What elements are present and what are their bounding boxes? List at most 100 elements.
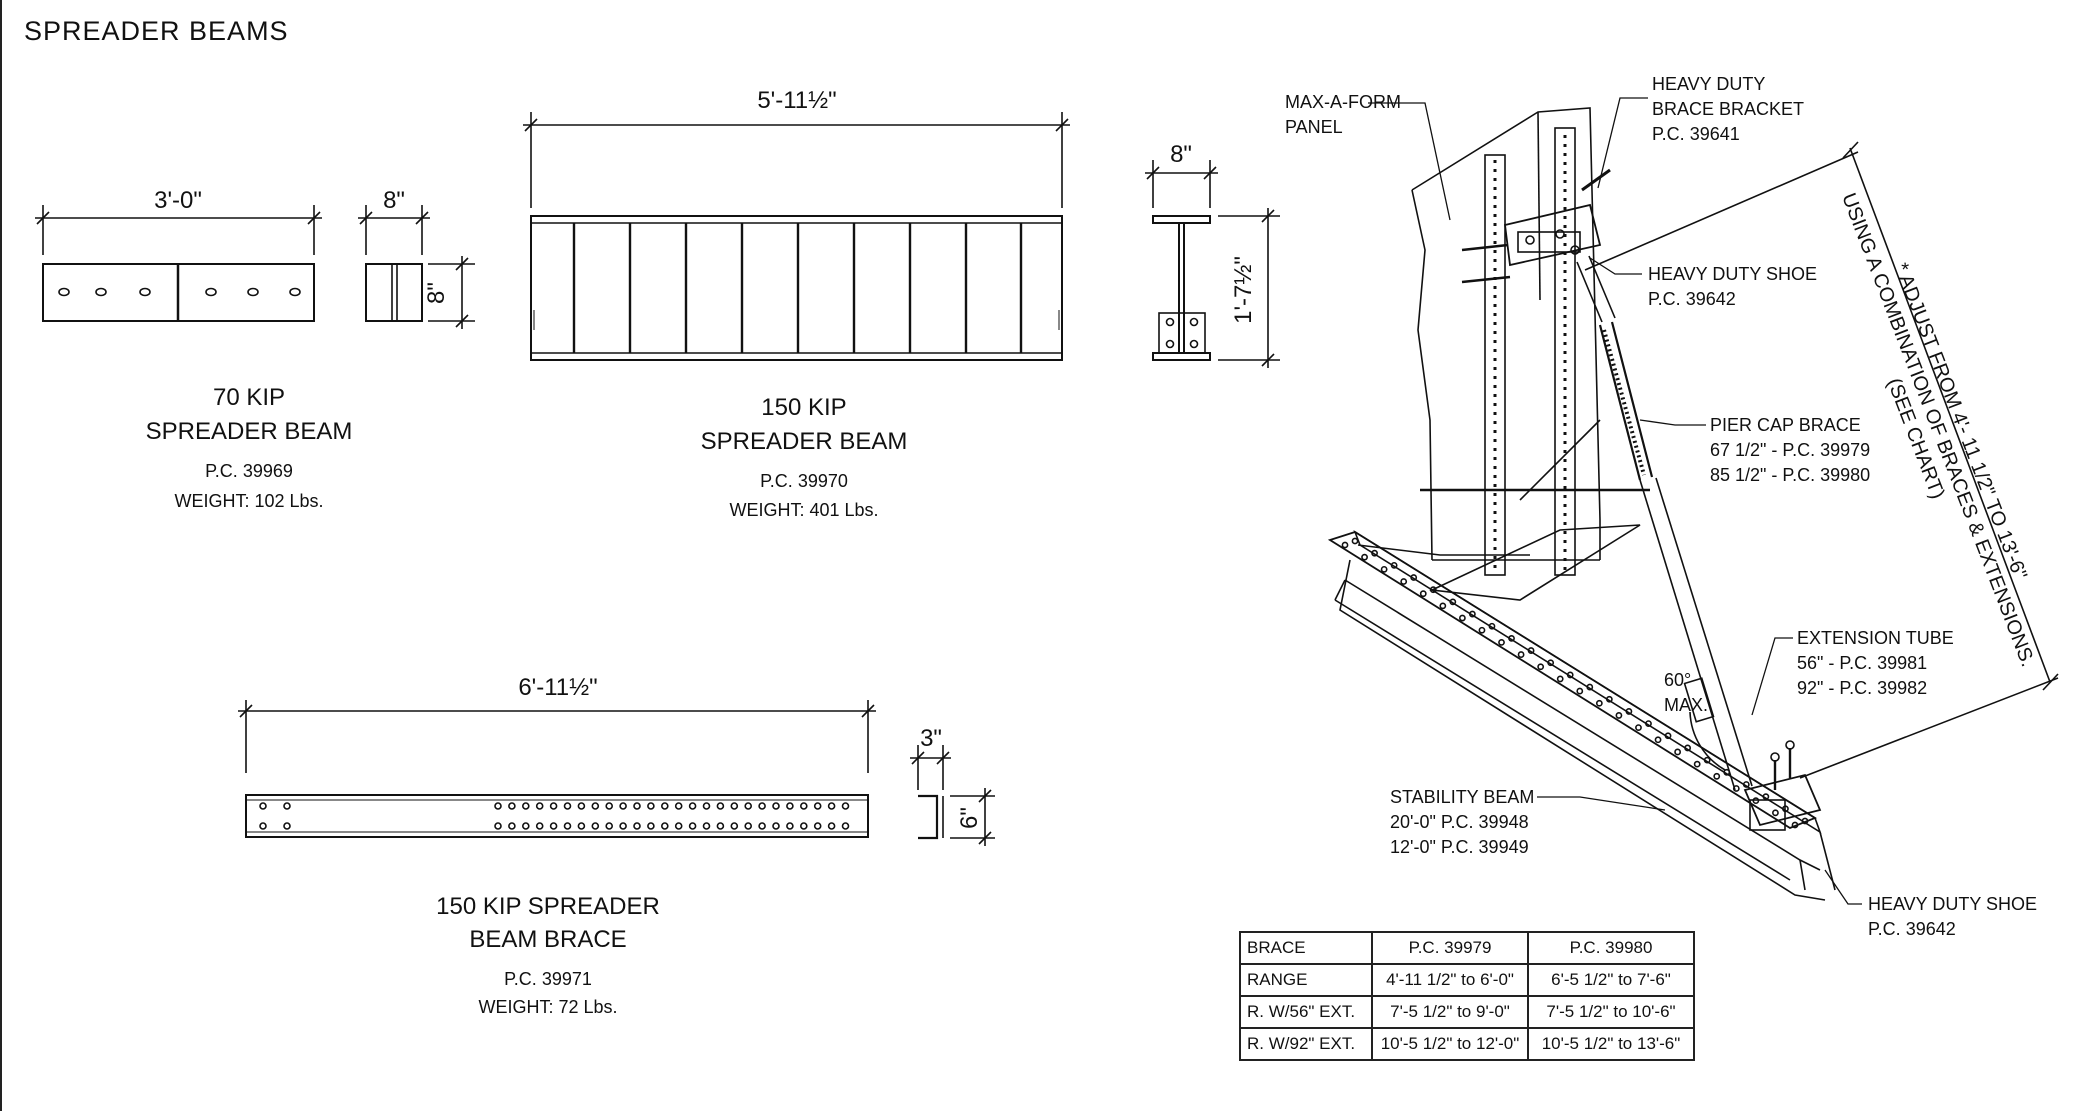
stability-beam [1327,530,1836,901]
brace-hole [283,802,291,810]
callout-shoe-top: HEAVY DUTY SHOE P.C. 39642 [1648,264,1818,309]
stability-beam-hole [1654,736,1662,744]
brace-channel-section [918,794,944,840]
sheet-title: SPREADER BEAMS [24,16,289,46]
stability-beam-hole [1595,699,1603,707]
brace-hole [702,822,711,830]
stability-beam-hole [1547,659,1555,667]
beam-150kip-end-view [1152,215,1211,361]
brace-hole [799,822,808,830]
brace-hole [633,802,641,810]
stability-beam-hole [1341,541,1349,549]
brace-weight: WEIGHT: 72 Lbs. [478,997,618,1017]
stability-beam-hole [1517,651,1525,658]
stability-beam-hole [1410,574,1418,581]
adjust-dimension [1584,141,2059,779]
dim-brace-width-label: 3" [920,725,942,752]
dim-150kip-length [523,112,1070,208]
beam-70kip-elevation [42,263,315,322]
stability-beam-hole [1478,626,1486,634]
brace-hole [535,822,544,830]
dim-150kip-height [1218,208,1280,368]
stability-beam-hole [1458,614,1466,622]
chart-cell: 4'-11 1/2" to 6'-0" [1371,963,1529,997]
stability-beam-hole [1351,537,1359,545]
angle-arc [1689,711,1726,771]
stability-beam-hole [1498,638,1505,646]
beam-150kip-stiffeners [572,223,1023,353]
stability-beam-hole [1576,687,1584,695]
brace-hole [494,822,502,830]
brace-hole [619,822,627,830]
brace-hole [521,802,530,810]
dim-150kip-length-label: 5'-11½" [757,87,837,114]
callout-shoe-bottom: HEAVY DUTY SHOE P.C. 39642 [1868,894,2038,939]
beam-70kip-weight: WEIGHT: 102 Lbs. [174,491,324,511]
brace-hole [647,822,655,830]
stability-beam-hole [1742,781,1750,788]
brace-hole [744,802,753,810]
stability-beam-hole [1566,671,1574,679]
brace-hole [535,802,544,810]
callout-brace-bracket: HEAVY DUTY BRACE BRACKET P.C. 39641 [1652,74,1805,144]
dim-70kip-length [35,205,322,255]
brace-hole [660,802,669,810]
stability-beam-hole [1625,708,1633,715]
stability-beam-hole [1380,565,1388,573]
stability-beam-hole [1556,675,1564,683]
extension-tube [1639,477,1753,791]
brace-hole [549,822,558,830]
beam-150kip-name-line1: 150 KIP [761,394,847,421]
brace-hole [744,822,753,830]
chart-cell: R. W/56" EXT. [1239,995,1373,1029]
brace-pc: P.C. 39971 [504,969,592,989]
dim-150kip-height-label: 1'-7½" [1230,256,1257,324]
pier-cap-brace [1576,255,1654,481]
stability-beam-hole [1488,622,1496,630]
callout-angle: 60° MAX. [1664,670,1709,715]
beam-150kip-weight: WEIGHT: 401 Lbs. [729,500,879,520]
brace-hole [730,802,739,810]
stability-beam-hole [1772,809,1779,817]
dim-brace-length [238,700,876,773]
brace-hole [841,822,850,830]
chart-row: R. W/56" EXT. 7'-5 1/2" to 9'-0" 7'-5 1/… [1239,995,1695,1029]
beam-150kip-elevation [530,215,1063,361]
brace-name-line2: BEAM BRACE [469,926,627,953]
brace-hole [619,802,627,810]
stability-beam-hole [1390,561,1398,569]
beam-150kip-pc: P.C. 39970 [760,471,848,491]
brace-hole [633,822,641,830]
brace-hole [591,822,600,830]
dim-brace-height-label: 6" [956,807,983,829]
dim-70kip-length-label: 3'-0" [154,187,202,214]
stability-beam-hole [1508,634,1515,642]
brace-hole [758,802,766,810]
brace-hole [563,802,572,810]
stability-beam-hole [1664,732,1672,740]
stability-beam-hole [1762,793,1770,801]
assembly-isometric [1327,97,2059,905]
chart-header-cell: P.C. 39980 [1527,931,1695,965]
dim-70kip-height [428,256,475,329]
max-a-form-panel [1357,107,1650,601]
chart-cell: RANGE [1239,963,1373,997]
brace-hole [674,822,683,830]
stability-beam-hole [1791,821,1799,829]
brace-hole [813,822,822,830]
brace-hole [786,802,794,810]
callout-pier-cap-brace: PIER CAP BRACE 67 1/2" - P.C. 39979 85 1… [1710,415,1871,485]
brace-hole [841,802,850,810]
brace-hole [827,802,836,810]
callout-extension-tube: EXTENSION TUBE 56" - P.C. 39981 92" - P.… [1797,628,1954,698]
brace-hole [688,802,697,810]
stability-beam-hole [1361,553,1368,561]
brace-hole [577,822,586,830]
brace-hole [508,802,516,810]
stability-beam-hole [1419,590,1427,598]
brace-hole [730,822,739,830]
callout-panel: MAX-A-FORM PANEL [1285,92,1401,137]
brace-hole [772,802,780,810]
brace-hole [799,802,808,810]
